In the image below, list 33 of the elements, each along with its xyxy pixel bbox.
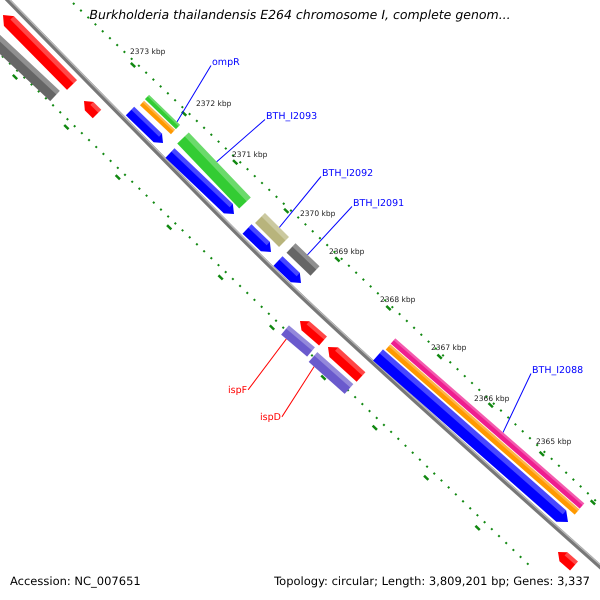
gene-block <box>177 132 251 209</box>
gene-block <box>255 213 289 247</box>
gene-marker <box>300 321 327 346</box>
leader-line <box>307 206 352 256</box>
leader-line <box>216 119 266 162</box>
gene-label: BTH_I2092 <box>322 169 374 178</box>
leader-line <box>248 338 287 390</box>
gene-marker <box>84 101 102 118</box>
map-title: Burkholderia thailandensis E264 chromosome I, complete genom... <box>88 9 512 22</box>
leader-line <box>278 176 322 228</box>
gene-label: BTH_I2091 <box>353 199 404 208</box>
leader-line <box>176 65 212 122</box>
gene-marker <box>274 256 301 283</box>
leader-line <box>281 366 315 418</box>
gene-label: ompR <box>212 58 240 68</box>
gene-block <box>144 94 180 130</box>
leader-line <box>502 373 532 433</box>
footer-text: Topology: circular; Length: 3,809,201 bp; Genes: 3,337 <box>274 576 590 588</box>
gene-marker <box>126 106 163 143</box>
gene-block <box>281 325 315 357</box>
gene-label: ispF <box>228 386 248 396</box>
gene-marker <box>166 148 234 214</box>
gene-marker <box>328 347 366 382</box>
gene-block <box>286 243 320 276</box>
gene-marker <box>558 552 578 571</box>
gene-block <box>308 352 354 394</box>
gene-label: ispD <box>260 413 281 422</box>
gene-block <box>140 100 176 134</box>
gene-marker <box>3 15 77 90</box>
gene-marker <box>242 224 271 252</box>
gene-label: BTH_I2093 <box>266 112 318 122</box>
footer-text: Accession: NC_007651 <box>10 576 141 588</box>
gene-label: BTH_I2088 <box>532 366 584 376</box>
